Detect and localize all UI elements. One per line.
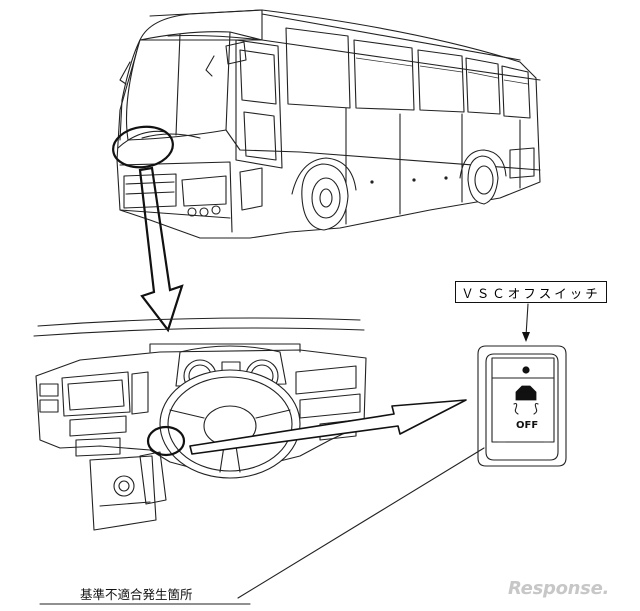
vsc-car-skid-icon	[515, 385, 537, 401]
switch-zoom-arrow	[189, 399, 467, 455]
defect-location-label: 基準不適合発生箇所	[80, 587, 193, 602]
vsc-off-switch-label-box: ＶＳＣオフスイッチ	[455, 281, 607, 303]
zoom-arrow	[138, 166, 184, 333]
bus-illustration	[116, 9, 541, 239]
dashboard-highlight-circle	[146, 425, 186, 457]
label-pointer-arrowhead	[522, 332, 530, 342]
bus-highlight-circle	[112, 125, 174, 169]
response-watermark-logo: Response.	[508, 578, 610, 599]
vsc-off-switch-label: ＶＳＣオフスイッチ	[461, 285, 601, 301]
switch-off-text: OFF	[516, 420, 538, 431]
dashboard-illustration	[33, 317, 367, 531]
defect-leader-line	[237, 447, 485, 599]
vsc-off-switch-closeup	[477, 345, 567, 467]
label-pointer-line	[525, 303, 529, 337]
